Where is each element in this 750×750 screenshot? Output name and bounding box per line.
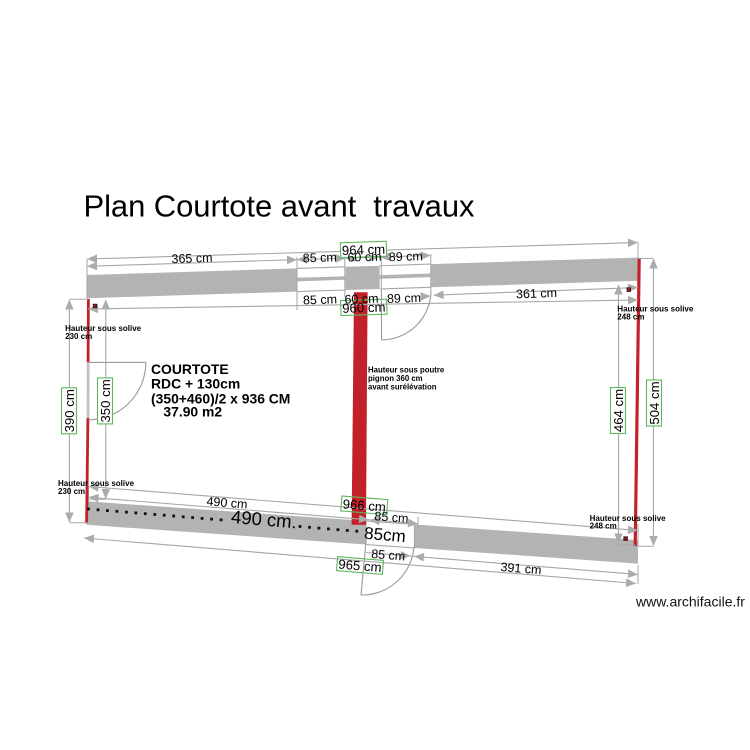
- svg-text:248 cm: 248 cm: [590, 522, 617, 531]
- svg-text:966 cm: 966 cm: [342, 496, 386, 514]
- svg-text:85 cm: 85 cm: [374, 509, 409, 526]
- svg-text:350 cm: 350 cm: [98, 379, 113, 422]
- svg-text:Hauteur sous solive: Hauteur sous solive: [590, 514, 667, 523]
- svg-text:89 cm: 89 cm: [389, 249, 423, 264]
- svg-text:60 cm: 60 cm: [347, 250, 381, 265]
- svg-text:Hauteur sous solive: Hauteur sous solive: [65, 324, 142, 333]
- svg-text:964 cm: 964 cm: [342, 242, 386, 258]
- svg-text:85 cm: 85 cm: [303, 250, 337, 265]
- svg-text:COURTOTE: COURTOTE: [151, 361, 229, 377]
- svg-text:37.90 m2: 37.90 m2: [163, 403, 222, 419]
- svg-text:Hauteur sous poutre: Hauteur sous poutre: [368, 366, 445, 375]
- svg-text:60 cm: 60 cm: [344, 292, 378, 307]
- svg-text:Hauteur sous solive: Hauteur sous solive: [617, 305, 694, 314]
- svg-text:www.archifacile.fr: www.archifacile.fr: [635, 594, 745, 610]
- svg-text:85 cm: 85 cm: [371, 547, 406, 564]
- svg-text:960 cm: 960 cm: [342, 300, 386, 316]
- svg-text:230 cm: 230 cm: [65, 332, 92, 341]
- svg-text:361 cm: 361 cm: [516, 286, 557, 301]
- svg-text:365 cm: 365 cm: [171, 251, 212, 266]
- svg-text:504 cm: 504 cm: [647, 381, 662, 424]
- svg-text:391 cm: 391 cm: [500, 560, 542, 577]
- svg-text:pignon 360 cm: pignon 360 cm: [368, 374, 423, 383]
- svg-text:248 cm: 248 cm: [617, 313, 644, 322]
- svg-text:89 cm: 89 cm: [387, 291, 421, 306]
- svg-text:Plan Courtote avant travaux: Plan Courtote avant travaux: [84, 189, 476, 224]
- svg-text:(350+460)/2 x 936 CM: (350+460)/2 x 936 CM: [151, 390, 290, 406]
- svg-text:464 cm: 464 cm: [611, 389, 626, 432]
- svg-text:965 cm: 965 cm: [338, 557, 382, 575]
- svg-text:230 cm: 230 cm: [58, 487, 85, 496]
- svg-text:85cm: 85cm: [363, 524, 406, 546]
- svg-text:RDC + 130cm: RDC + 130cm: [151, 376, 240, 392]
- svg-text:avant surélévation: avant surélévation: [368, 383, 437, 392]
- svg-text:490 cm: 490 cm: [206, 494, 248, 511]
- svg-text:390 cm: 390 cm: [62, 389, 77, 432]
- svg-text:Hauteur sous solive: Hauteur sous solive: [58, 479, 135, 488]
- svg-text:85 cm: 85 cm: [303, 292, 337, 307]
